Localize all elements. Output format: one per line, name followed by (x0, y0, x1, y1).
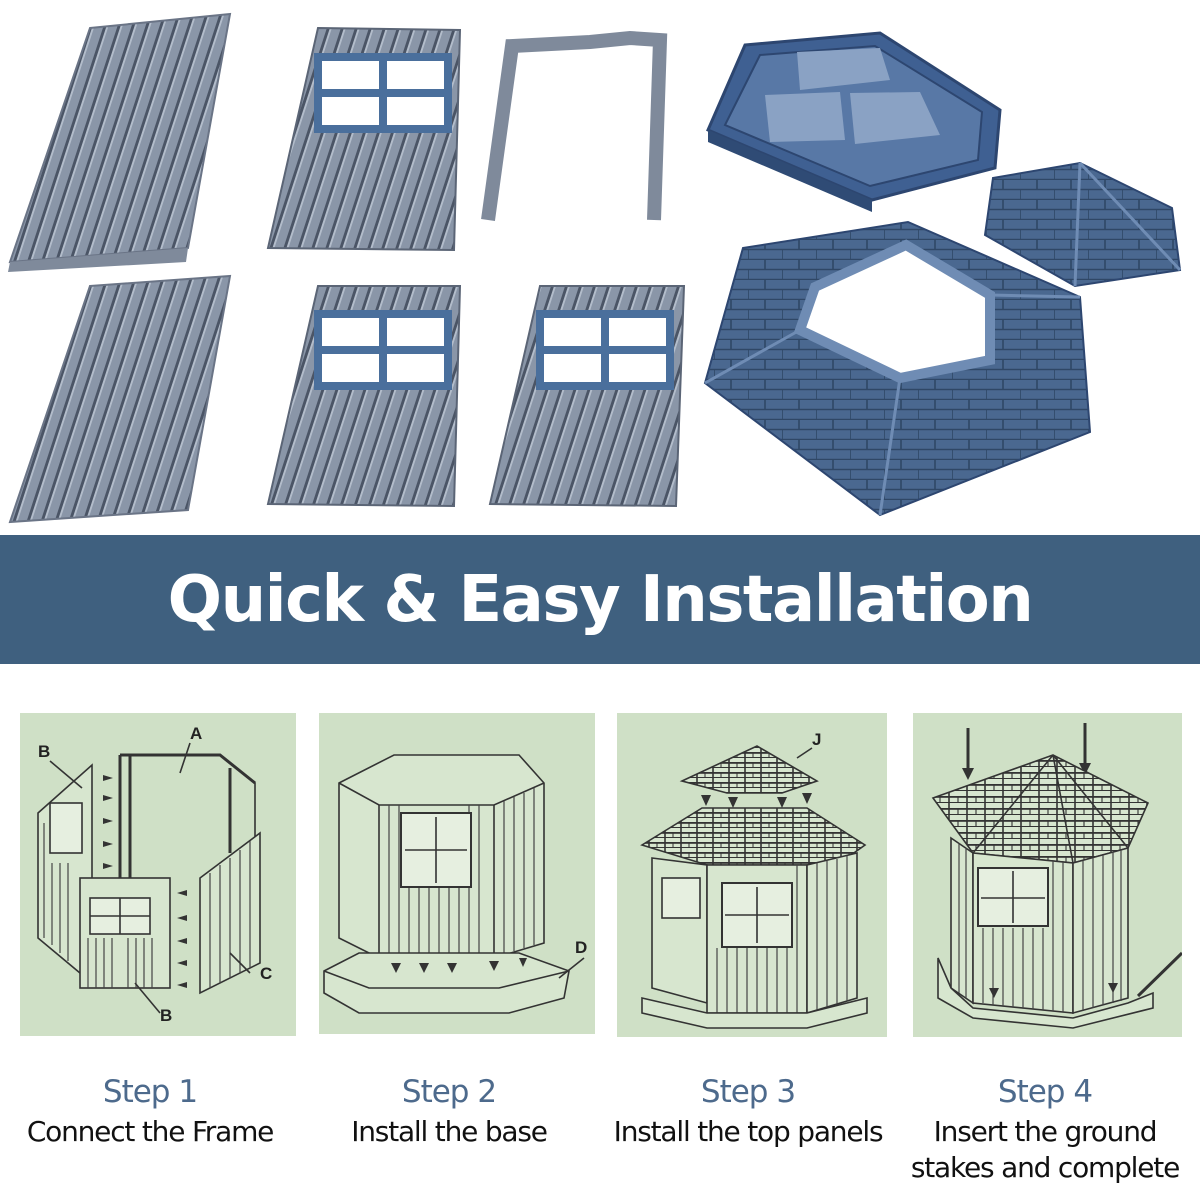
plain-wall-panel-1 (8, 12, 232, 272)
plain-wall-panel-2 (8, 274, 232, 524)
step-4-number: Step 4 (997, 1074, 1093, 1110)
step-4-caption: Step 4 Insert the ground stakes and comp… (890, 1070, 1200, 1186)
step-2-diagram: D (319, 713, 595, 1034)
window-wall-panel-2 (266, 285, 462, 508)
step-1-caption: Step 1 Connect the Frame (0, 1070, 300, 1150)
label-j: J (812, 730, 821, 749)
step-4-description-line-1: Insert the ground (933, 1115, 1158, 1148)
title-banner: Quick & Easy Installation (0, 535, 1200, 664)
window-wall-panel-3 (488, 285, 686, 508)
step-4-diagram (913, 713, 1182, 1037)
step-1-diagram: B A C B (20, 713, 296, 1036)
label-a: A (190, 724, 202, 743)
roof-cap (983, 161, 1182, 288)
label-b-top: B (38, 742, 50, 761)
window-wall-panel-1 (266, 26, 462, 252)
step-1-description: Connect the Frame (26, 1115, 275, 1148)
label-d: D (575, 938, 587, 957)
step-2-caption: Step 2 Install the base (299, 1070, 599, 1150)
step-2-number: Step 2 (401, 1074, 497, 1110)
step-3-caption: Step 3 Install the top panels (598, 1070, 898, 1150)
roof-ring (703, 220, 1092, 517)
step-3-diagram: J (617, 713, 887, 1037)
hexagonal-base (706, 31, 1002, 212)
label-b-bottom: B (160, 1006, 172, 1025)
step-1-number: Step 1 (102, 1074, 198, 1110)
step-2-description: Install the base (351, 1115, 548, 1148)
label-c: C (260, 964, 272, 983)
step-3-number: Step 3 (700, 1074, 796, 1110)
step-3-description: Install the top panels (613, 1115, 884, 1148)
parts-photo (0, 0, 1200, 532)
step-4-description-line-2: stakes and complete (910, 1151, 1180, 1184)
door-frame (481, 30, 668, 221)
banner-title: Quick & Easy Installation (167, 562, 1034, 637)
